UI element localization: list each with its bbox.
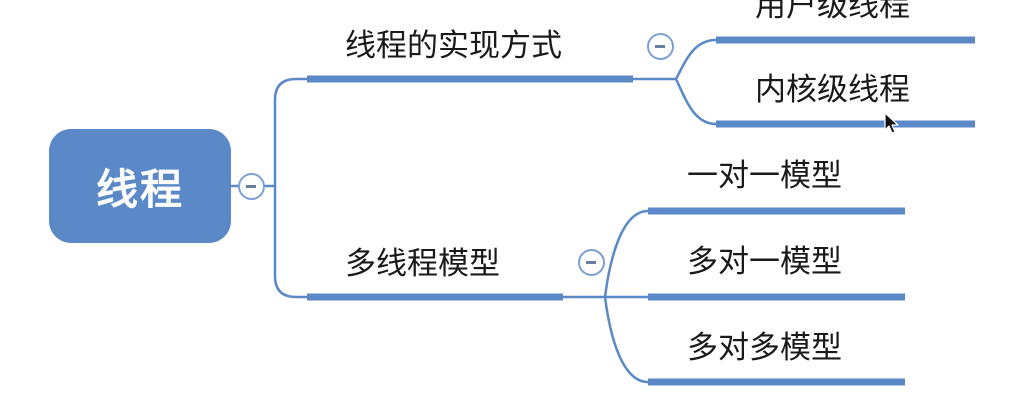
root-collapse-icon[interactable] — [238, 173, 265, 200]
root-node[interactable]: 线程 — [49, 129, 231, 243]
child-connector-2-1 — [561, 209, 650, 299]
branch-node-implementation[interactable]: 线程的实现方式 — [345, 28, 562, 64]
mouse-cursor-icon — [884, 112, 899, 134]
child-connector-1-1 — [631, 38, 718, 81]
child-node-many-to-one[interactable]: 多对一模型 — [687, 244, 842, 280]
root-node-label: 线程 — [95, 164, 184, 214]
child-node-one-to-one[interactable]: 一对一模型 — [687, 158, 842, 194]
branch-connector-2 — [273, 184, 312, 299]
child-connector-2-3 — [603, 295, 650, 384]
child-node-kernel-level-thread[interactable]: 内核级线程 — [755, 72, 910, 108]
branch-connector-1 — [260, 77, 312, 188]
child-node-many-to-many[interactable]: 多对多模型 — [687, 330, 842, 366]
branch-implementation-collapse-icon[interactable] — [647, 33, 674, 60]
child-node-user-level-thread[interactable]: 用户级线程 — [755, 0, 910, 24]
branch-node-multithreading-models[interactable]: 多线程模型 — [345, 246, 500, 282]
child-connector-1-2 — [674, 77, 718, 126]
branch-models-collapse-icon[interactable] — [578, 249, 605, 276]
